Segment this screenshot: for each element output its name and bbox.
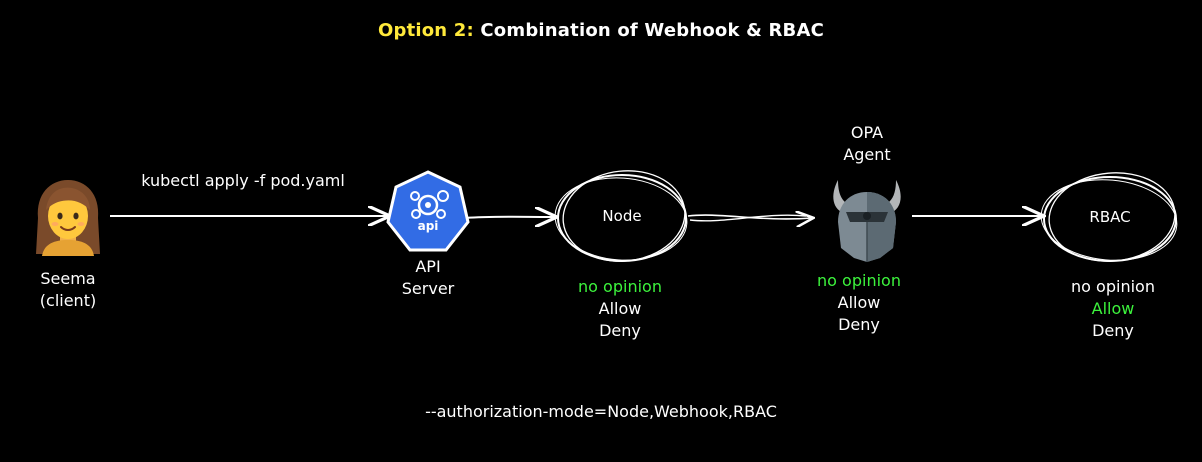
node-options: no opinion Allow Deny bbox=[555, 276, 685, 342]
opa-title-line2: Agent bbox=[843, 145, 891, 164]
rbac-option-no-opinion: no opinion bbox=[1071, 277, 1155, 296]
api-server-line2: Server bbox=[401, 279, 455, 298]
node-option-allow: Allow bbox=[598, 299, 642, 318]
opa-helmet-icon bbox=[833, 180, 901, 262]
node-circle bbox=[554, 170, 688, 262]
arrow-node-to-opa-sketch bbox=[689, 214, 807, 222]
api-badge-text: api bbox=[417, 219, 439, 233]
arrow-api-to-node bbox=[465, 217, 555, 218]
rbac-label: RBAC bbox=[1089, 208, 1131, 226]
rbac-option-deny: Deny bbox=[1092, 321, 1134, 340]
opa-option-deny: Deny bbox=[838, 315, 880, 334]
node-option-deny: Deny bbox=[599, 321, 641, 340]
client-name: Seema bbox=[40, 269, 96, 288]
rbac-circle bbox=[1040, 172, 1178, 262]
client-label: Seema (client) bbox=[20, 268, 116, 312]
api-server-line1: API bbox=[415, 257, 441, 276]
opa-options: no opinion Allow Deny bbox=[794, 270, 924, 336]
api-server-label: API Server bbox=[378, 256, 478, 300]
woman-emoji-icon bbox=[36, 180, 100, 256]
arrow-node-to-opa bbox=[687, 215, 812, 219]
node-option-no-opinion: no opinion bbox=[578, 277, 662, 296]
client-role: (client) bbox=[39, 291, 97, 310]
diagram-title: Option 2: Combination of Webhook & RBAC bbox=[0, 20, 1202, 41]
title-prefix: Option 2: bbox=[377, 20, 474, 41]
kubernetes-api-icon bbox=[386, 170, 470, 252]
opa-option-no-opinion: no opinion bbox=[817, 271, 901, 290]
authorization-mode-flag: --authorization-mode=Node,Webhook,RBAC bbox=[425, 402, 777, 421]
node-label: Node bbox=[602, 207, 642, 225]
opa-title-line1: OPA bbox=[850, 123, 884, 142]
opa-option-allow: Allow bbox=[837, 293, 881, 312]
rbac-option-allow: Allow bbox=[1091, 299, 1135, 318]
rbac-options: no opinion Allow Deny bbox=[1048, 276, 1178, 342]
command-label: kubectl apply -f pod.yaml bbox=[141, 171, 345, 190]
opa-title: OPA Agent bbox=[817, 122, 917, 166]
title-text: Combination of Webhook & RBAC bbox=[480, 20, 824, 41]
